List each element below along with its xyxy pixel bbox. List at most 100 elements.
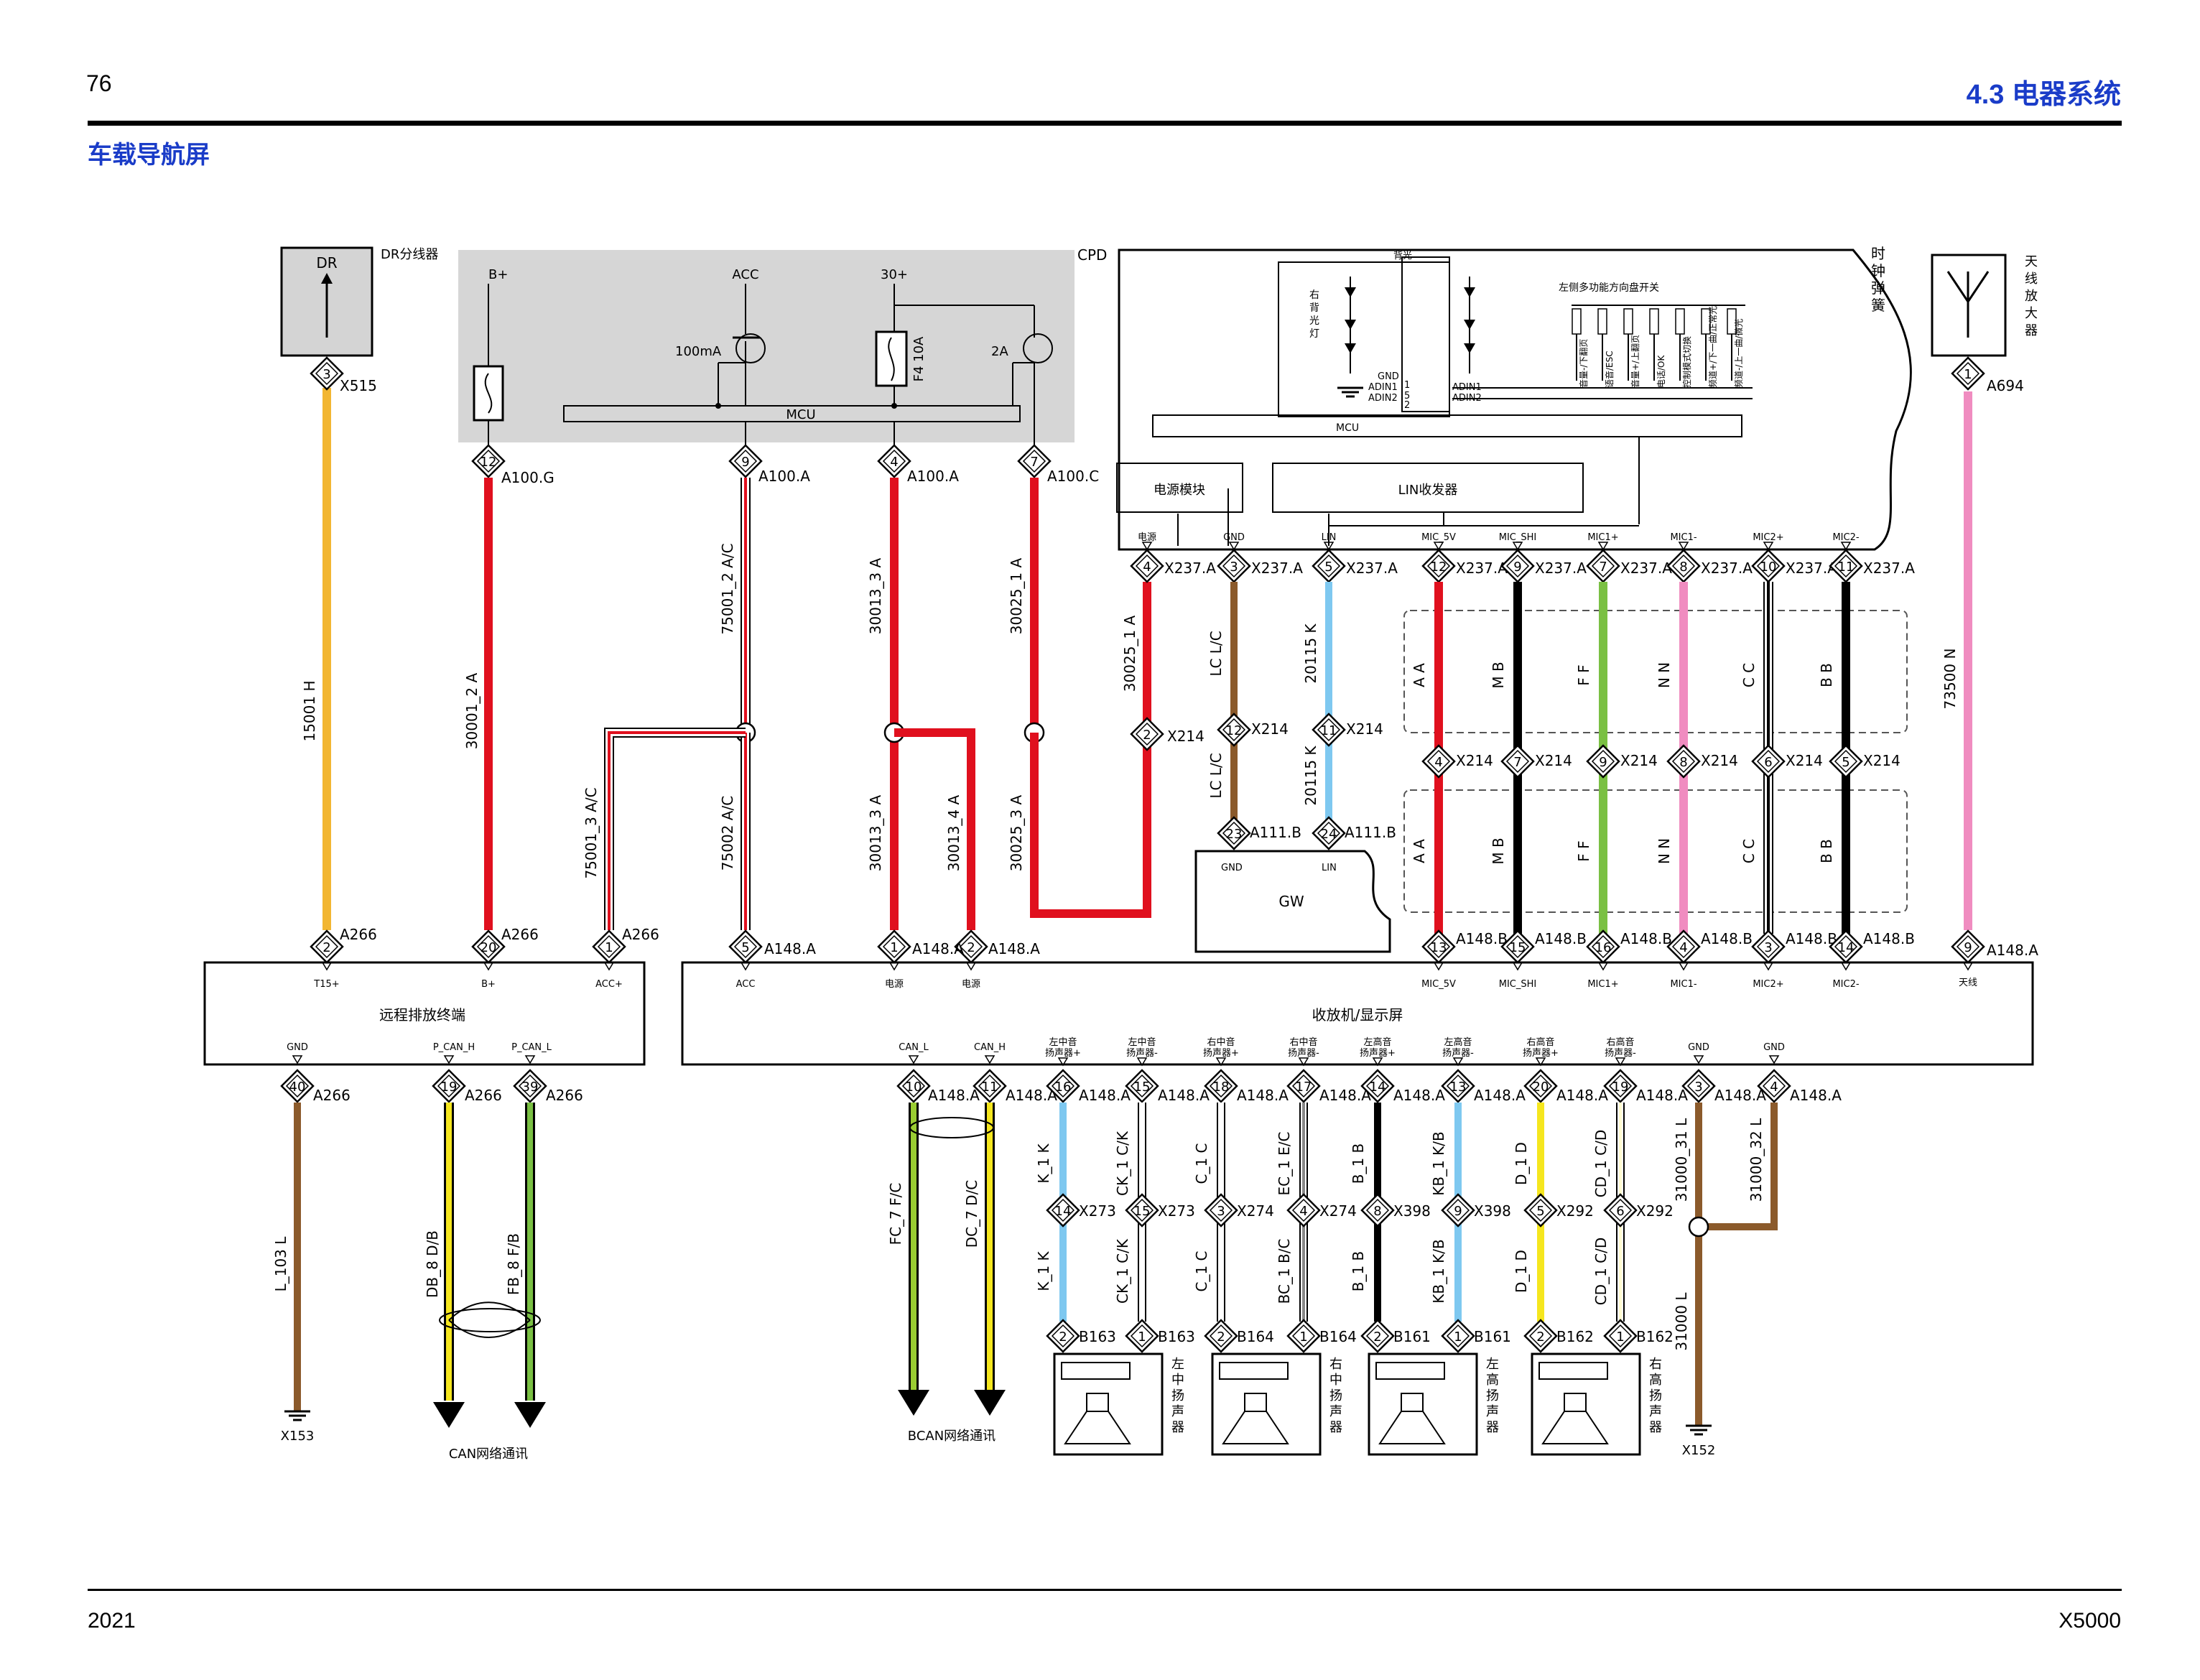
pin-number: 18 — [1213, 1080, 1230, 1095]
footer-rule — [88, 1589, 2122, 1591]
wire-label: C C — [1740, 663, 1758, 687]
wire-label: EC_1 E/C — [1276, 1131, 1293, 1195]
connector-pin-inner — [1426, 554, 1451, 578]
pin-arrow — [1512, 542, 1523, 551]
connector-pin-inner — [476, 449, 501, 473]
wire-label: L_103 L — [272, 1236, 289, 1292]
right-backlight-label: 右 — [1309, 289, 1319, 301]
pin-number: 20 — [1533, 1080, 1549, 1095]
connector-id: A266 — [622, 926, 659, 943]
pin-arrow — [1693, 1055, 1704, 1064]
connector-pin-inner — [1365, 1198, 1390, 1222]
speaker-name: 扬 — [1329, 1388, 1342, 1403]
connector-pin — [1951, 356, 1985, 391]
wire-label: 20115 K — [1302, 746, 1319, 806]
connector-id: X214 — [1863, 752, 1900, 769]
wire-label: 30025_3 A — [1008, 794, 1025, 871]
pin-signal-label: 电源 — [885, 979, 904, 990]
connector-pin-inner — [1051, 1074, 1075, 1098]
connector-id: A148.A — [1790, 1087, 1842, 1104]
speaker-name: 器 — [1486, 1420, 1499, 1435]
connector-pin-inner — [1608, 1074, 1633, 1098]
connector-pin-inner — [1505, 934, 1530, 959]
connector-id: X214 — [1786, 752, 1823, 769]
pin-arrow — [965, 962, 977, 971]
wire-30025-3-a — [1030, 733, 1151, 918]
clock-spring-mcu — [1152, 414, 1742, 437]
wire-label: LC L/C — [1207, 631, 1225, 676]
connector-id: A148.A — [1006, 1087, 1057, 1104]
pin-number: 13 — [1450, 1080, 1467, 1095]
pin-number: 3 — [1217, 1204, 1225, 1219]
connector-pin-inner — [437, 1074, 461, 1098]
remote-terminal-module — [203, 961, 646, 1066]
pin-arrow — [1763, 542, 1774, 551]
wire-30013-4-a — [894, 728, 975, 930]
pin-signal-label: GND — [287, 1042, 308, 1053]
connector-pin-inner — [1426, 934, 1451, 959]
cpd-bplus: B+ — [488, 267, 508, 282]
pin-signal-label: P_CAN_H — [433, 1042, 475, 1053]
pin-number: 1 — [1964, 367, 1972, 382]
connector-id: X237.A — [1620, 560, 1672, 577]
connector-pin-inner — [1671, 749, 1696, 774]
wire-label: 73500 N — [1941, 649, 1959, 710]
pin-arrow — [1433, 542, 1444, 551]
connector-id: A148.B — [1863, 930, 1915, 947]
pin-signal-label: MIC_5V — [1421, 532, 1456, 543]
pin-signal-label: 扬声器+ — [1045, 1048, 1081, 1059]
connector-id: X214 — [1167, 728, 1205, 745]
mcu-label: MCU — [1336, 422, 1359, 434]
pin-number: 14 — [1055, 1204, 1072, 1219]
connector-id: B164 — [1319, 1328, 1357, 1345]
pin-number: 2 — [967, 940, 975, 955]
pin-signal-label: 扬声器- — [1442, 1048, 1474, 1059]
clock-spring-name: 时 — [1871, 245, 1885, 262]
pin-number: 15 — [1510, 940, 1526, 955]
pin-signal-label: 右中音 — [1289, 1036, 1317, 1048]
pin-arrow — [1678, 962, 1689, 971]
shield-group — [1403, 789, 1908, 913]
pin-number: 11 — [1321, 723, 1337, 738]
pin-arrow — [1372, 1057, 1383, 1067]
pin-arrow — [1228, 542, 1240, 551]
speaker-icon — [1375, 1362, 1445, 1380]
speaker-name: 扬 — [1171, 1388, 1184, 1403]
wire-label: C_1 C — [1193, 1143, 1210, 1184]
connector-pin — [1360, 1069, 1395, 1103]
clock-spring-name: 钟 — [1871, 262, 1885, 279]
connector-id: A148.B — [1535, 930, 1587, 947]
connector-pin-inner — [1956, 361, 1980, 386]
speaker-module — [1053, 1352, 1164, 1456]
pin-arrow — [443, 1055, 455, 1064]
connector-id: A148.A — [1158, 1087, 1210, 1104]
pin-signal-label: 扬声器- — [1126, 1048, 1158, 1059]
connector-id: X237.A — [1456, 560, 1508, 577]
pin-signal-label: P_CAN_L — [511, 1042, 552, 1053]
head-unit-module — [681, 961, 2034, 1066]
pin-number: 10 — [1760, 560, 1777, 575]
connector-id: A148.A — [1393, 1087, 1445, 1104]
switch-label: 音量+/上翻页 — [1630, 335, 1640, 388]
connector-pin-inner — [315, 361, 339, 386]
pin-arrow — [1678, 542, 1689, 551]
twisted-pair — [909, 1117, 994, 1138]
connector-id: A100.G — [501, 469, 554, 486]
mosfet-icon — [735, 333, 766, 363]
pin-number: 39 — [522, 1080, 539, 1095]
connector-pin — [1046, 1193, 1080, 1227]
pin-number: 6 — [1764, 755, 1772, 770]
pin-arrow — [908, 1055, 919, 1064]
connector-pin — [1125, 1069, 1159, 1103]
shield-group — [1403, 610, 1908, 733]
connector-id: A100.C — [1047, 468, 1099, 485]
wire-label: D_1 D — [1513, 1250, 1530, 1293]
pin-number: 4 — [1770, 1080, 1778, 1095]
wire-label: 75001_3 A/C — [583, 787, 600, 878]
lin-transceiver-label: LIN收发器 — [1398, 483, 1458, 498]
pin-number: 2 — [1217, 1329, 1225, 1345]
wire-label: 31000_32 L — [1748, 1118, 1765, 1202]
pin-number: 4 — [1299, 1204, 1307, 1219]
pin-number: 5 — [741, 940, 749, 955]
connector-pin — [1286, 1069, 1321, 1103]
